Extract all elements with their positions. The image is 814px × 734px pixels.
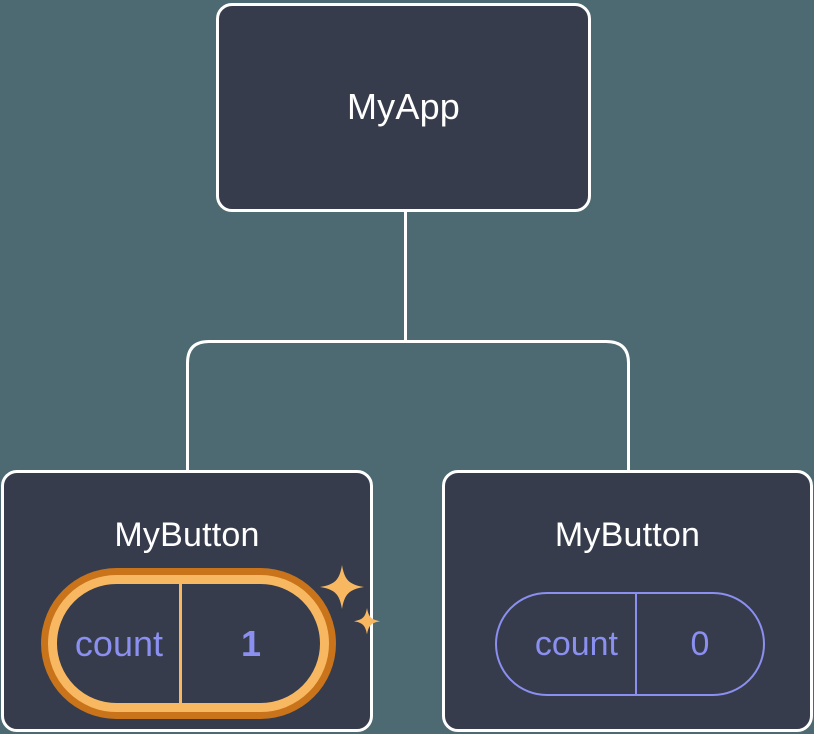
node-card-child-left[interactable]: MyButton count 1	[1, 470, 380, 732]
node-card-root[interactable]: MyApp	[216, 3, 591, 212]
state-value-label: 0	[635, 594, 763, 694]
child-right-node-title: MyButton	[554, 516, 701, 554]
state-pill-child-right[interactable]: count 0	[495, 592, 765, 696]
node-card-child-right[interactable]: MyButton count 0	[442, 470, 813, 732]
state-key-label: count	[534, 625, 618, 663]
child-left-node-title: MyButton	[114, 516, 260, 554]
state-pill-child-left[interactable]: count 1	[48, 575, 329, 712]
state-value-label: 1	[179, 584, 320, 703]
connector-branch-bar	[186, 340, 630, 470]
root-node-title: MyApp	[346, 86, 461, 127]
state-key-label: count	[74, 622, 163, 664]
